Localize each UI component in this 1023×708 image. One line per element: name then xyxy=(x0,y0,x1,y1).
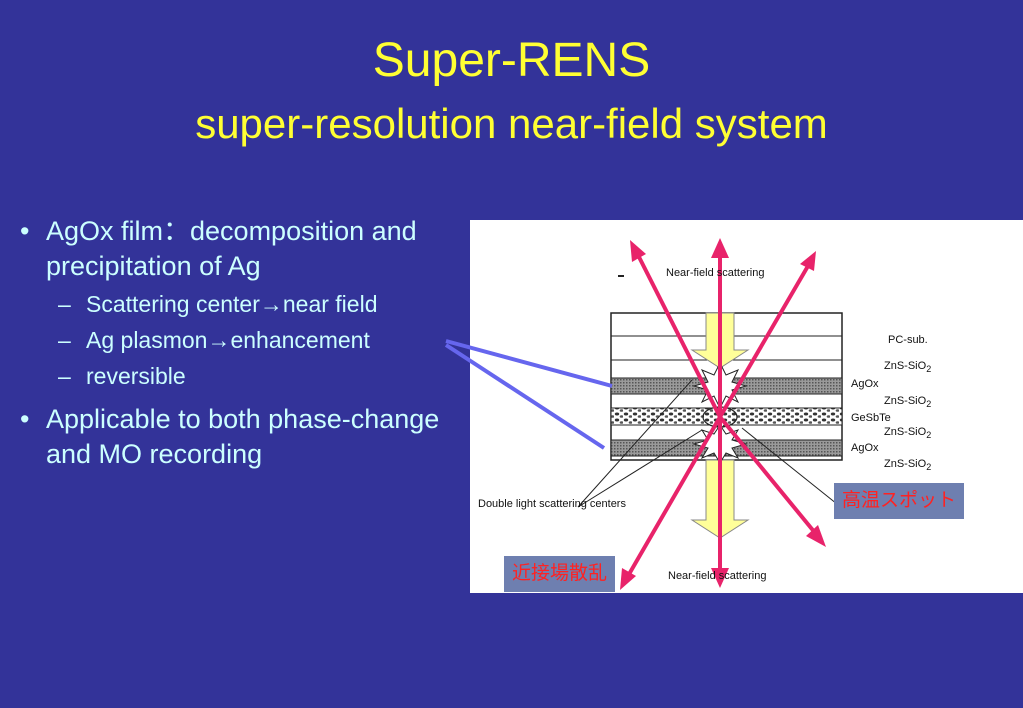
sub-bullet-text: Scattering center→near field xyxy=(86,291,378,317)
sub-bullet-text: reversible xyxy=(86,363,186,389)
slide-subtitle: super-resolution near-field system xyxy=(195,100,828,147)
scatter-arrows xyxy=(620,238,826,590)
label-gesbte: GeSbTe xyxy=(851,412,891,424)
bullet-agox-film: • AgOx film：decomposition and precipitat… xyxy=(16,214,471,284)
leader-line xyxy=(577,379,693,508)
sub-bullet-text: Ag plasmon→enhancement xyxy=(86,327,370,353)
sub-bullet-plasmon: – Ag plasmon→enhancement xyxy=(16,325,471,356)
sub-bullet-scattering: – Scattering center→near field xyxy=(16,289,471,320)
bullet-marker: • xyxy=(20,216,30,246)
connector-line-agox-bottom xyxy=(444,343,606,450)
sub-bullet-marker: – xyxy=(58,291,71,317)
label-double-light: Double light scattering centers xyxy=(478,498,626,510)
slide-title: Super-RENS xyxy=(372,34,651,87)
label-zns-4: ZnS-SiO2 xyxy=(884,458,932,473)
connector-line-agox-top xyxy=(445,339,613,388)
label-near-field-bottom: Near-field scattering xyxy=(668,570,767,582)
label-zns-2: ZnS-SiO2 xyxy=(884,395,932,410)
sub-bullet-marker: – xyxy=(58,327,71,353)
label-zns-3: ZnS-SiO2 xyxy=(884,426,932,441)
bullet-applicable: • Applicable to both phase-change and MO… xyxy=(16,402,471,472)
label-zns-1: ZnS-SiO2 xyxy=(884,360,932,375)
bullet-text: Applicable to both phase-change and MO r… xyxy=(46,404,440,469)
sub-bullet-marker: – xyxy=(58,363,71,389)
bullet-marker: • xyxy=(20,404,30,434)
label-near-field-top: Near-field scattering xyxy=(666,267,765,279)
sub-bullet-reversible: – reversible xyxy=(16,361,471,392)
bullet-list: • AgOx film：decomposition and precipitat… xyxy=(16,214,471,472)
tag-near-field-scatter: 近接場散乱 xyxy=(504,556,616,592)
super-rens-diagram: Near-field scattering Double light scatt… xyxy=(470,220,1023,593)
leader-line xyxy=(741,427,843,509)
label-agox-1: AgOx xyxy=(851,378,879,390)
label-pc-sub: PC-sub. xyxy=(888,334,928,346)
tag-hot-spot: 高温スポット xyxy=(834,483,965,519)
bullet-text: AgOx film：decomposition and precipitatio… xyxy=(46,216,417,281)
leader-line xyxy=(577,429,703,508)
label-agox-2: AgOx xyxy=(851,442,879,454)
